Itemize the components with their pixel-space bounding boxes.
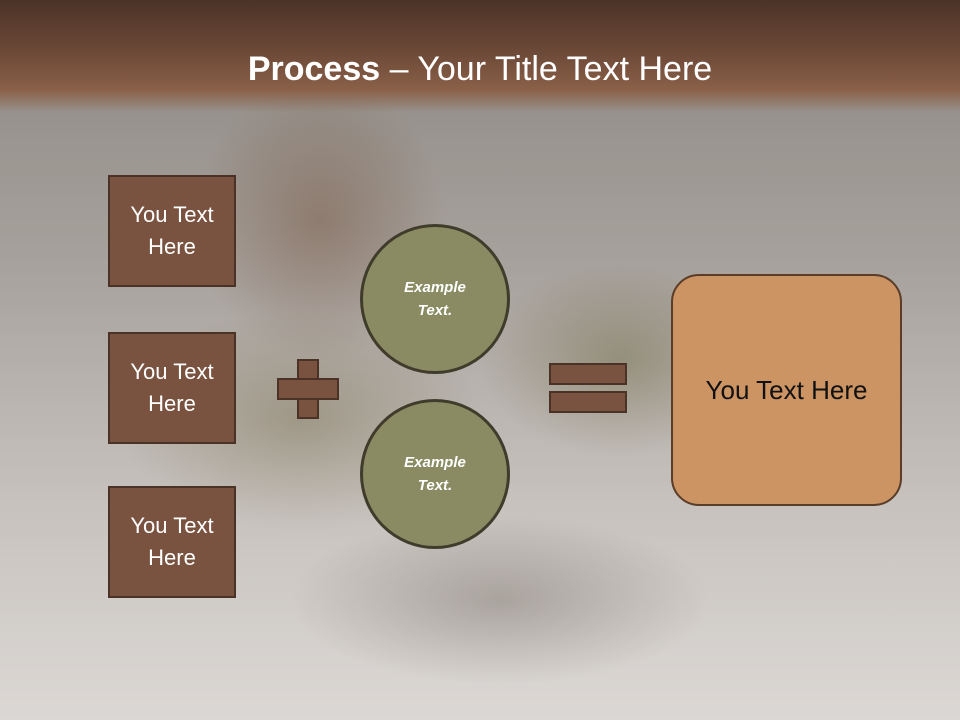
input-box-label: You Text Here	[130, 202, 214, 259]
input-box-3: You Text Here	[108, 486, 236, 598]
result-box: You Text Here	[671, 274, 902, 506]
title-bar	[0, 0, 960, 112]
input-box-label: You Text Here	[130, 359, 214, 416]
input-box-2: You Text Here	[108, 332, 236, 444]
input-box-1: You Text Here	[108, 175, 236, 287]
page-title: Process – Your Title Text Here	[0, 50, 960, 89]
equals-top-bar	[549, 363, 627, 385]
circle-label: Example Text.	[404, 454, 466, 494]
circle-label: Example Text.	[404, 279, 466, 319]
input-box-label: You Text Here	[130, 513, 214, 570]
title-bold-part: Process	[247, 50, 381, 88]
result-label: You Text Here	[705, 374, 868, 405]
example-circle-2: Example Text.	[360, 399, 510, 549]
plus-center	[299, 380, 317, 398]
title-rest-part: – Your Title Text Here	[380, 50, 713, 88]
example-circle-1: Example Text.	[360, 224, 510, 374]
equals-bottom-bar	[549, 391, 627, 413]
